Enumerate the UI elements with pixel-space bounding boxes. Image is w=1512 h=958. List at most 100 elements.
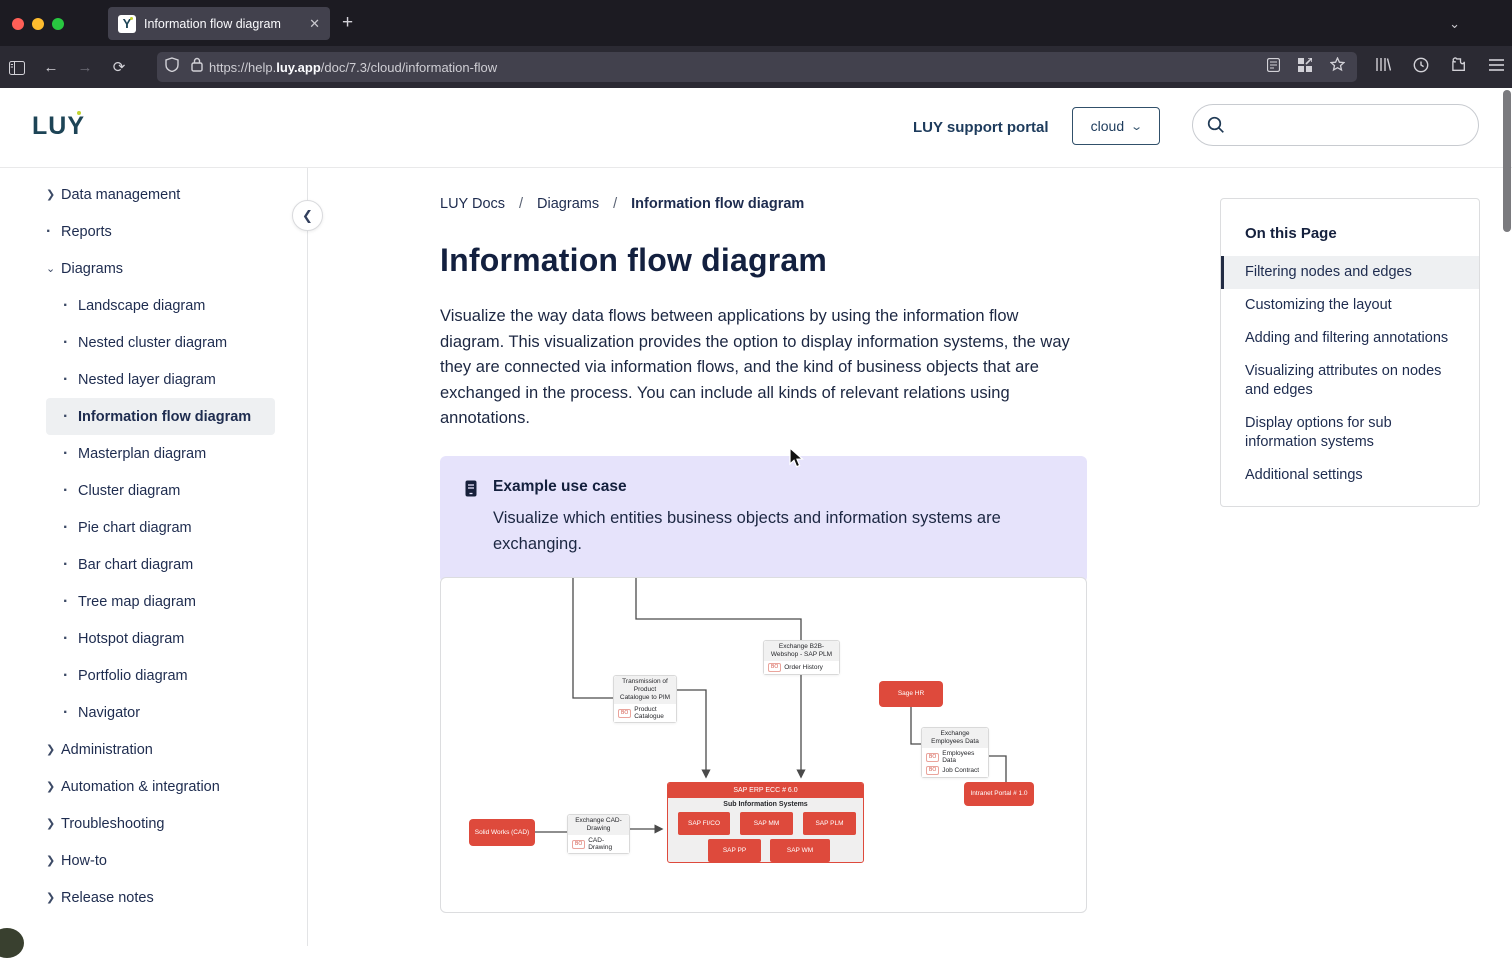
chevron-right-icon: ❯ [46,892,56,904]
sidebar-item-masterplan-diagram[interactable]: ·Masterplan diagram [63,444,207,462]
tab-bar: Y Information flow diagram ✕ + ⌄ [0,0,1512,46]
toc-item-visualizing-attributes[interactable]: Visualizing attributes on nodes and edge… [1245,363,1442,398]
sidebar-item-administration[interactable]: ❯Administration [46,741,153,758]
browser-chrome: Y Information flow diagram ✕ + ⌄ ← → ⟳ h… [0,0,1512,88]
sidebar-item-nested-cluster-diagram[interactable]: ·Nested cluster diagram [63,333,228,351]
support-portal-link[interactable]: LUY support portal [913,119,1049,136]
business-object-badge: BO [926,752,940,762]
chevron-right-icon: ❯ [46,781,56,793]
toc-item-filtering-nodes[interactable]: Filtering nodes and edges [1221,256,1479,289]
intro-paragraph: Visualize the way data flows between app… [440,307,1070,427]
bullet-icon: · [63,666,69,684]
extensions-puzzle-icon[interactable] [1451,56,1467,78]
search-input[interactable] [1233,117,1464,133]
node-sage-hr[interactable]: Sage HR [879,681,943,707]
sidebar-item-reports[interactable]: ·Reports [46,222,112,240]
apps-grid-icon[interactable] [1298,56,1313,77]
business-object-badge: BO [768,663,782,672]
sidebar-item-diagrams[interactable]: ⌄Diagrams [46,260,124,277]
sidebar-item-automation-integration[interactable]: ❯Automation & integration [46,778,220,795]
breadcrumb-luy-docs[interactable]: LUY Docs [440,196,506,212]
bullet-icon: · [46,222,52,240]
business-object-badge: BO [618,708,632,718]
toc-item-annotations[interactable]: Adding and filtering annotations [1245,330,1449,346]
search-box[interactable] [1192,104,1479,146]
node-sap-wm[interactable]: SAP WM [770,839,830,862]
reload-button[interactable]: ⟳ [112,59,126,76]
history-clock-icon[interactable] [1413,57,1429,78]
tracking-shield-icon[interactable] [165,57,179,77]
chevron-right-icon: ❯ [46,818,56,830]
luy-logo[interactable]: LUY [32,111,85,140]
sidebar-item-pie-chart-diagram[interactable]: ·Pie chart diagram [63,518,192,536]
toc-item-customizing-layout[interactable]: Customizing the layout [1245,297,1392,313]
chevron-down-icon: ⌄ [46,263,56,275]
bullet-icon: · [63,592,69,610]
toc-item-display-options[interactable]: Display options for sub information syst… [1245,415,1392,450]
callout-text: Visualize which entities business object… [493,508,1001,553]
new-tab-button[interactable]: + [342,12,354,33]
node-sap-erp-container[interactable]: SAP ERP ECC # 6.0 Sub Information System… [667,782,864,863]
flow-annotation-pim[interactable]: Transmission of Product Catalogue to PIM… [613,675,677,723]
node-intranet-portal[interactable]: Intranet Portal # 1.0 [964,782,1034,806]
sidebar-item-hotspot-diagram[interactable]: ·Hotspot diagram [63,629,185,647]
sidebar-item-data-management[interactable]: ❯Data management [46,186,181,203]
url-bar[interactable]: https://help.luy.app/doc/7.3/cloud/infor… [157,52,1357,82]
tab-title: Information flow diagram [144,16,281,31]
back-button[interactable]: ← [43,58,59,76]
sidebar-item-information-flow-diagram[interactable]: ·Information flow diagram [46,398,275,435]
sidebar-toggle-icon[interactable] [0,59,34,76]
sidebar-item-nested-layer-diagram[interactable]: ·Nested layer diagram [63,370,216,388]
window-minimize-button[interactable] [32,18,44,30]
sidebar-item-tree-map-diagram[interactable]: ·Tree map diagram [63,592,196,610]
sub-information-systems-label: Sub Information Systems [723,801,808,808]
menu-hamburger-icon[interactable] [1489,58,1504,76]
breadcrumb-diagrams[interactable]: Diagrams [537,196,600,212]
library-icon[interactable] [1375,57,1392,77]
page-scrollbar-thumb[interactable] [1503,90,1511,232]
node-sap-mm[interactable]: SAP MM [740,812,793,835]
window-zoom-button[interactable] [52,18,64,30]
sidebar-collapse-button[interactable]: ❮ [292,200,323,231]
diagram-edges [535,578,1007,834]
navigation-toolbar: ← → ⟳ https://help.luy.app/doc/7.3/cloud… [0,46,1512,88]
node-solid-works[interactable]: Solid Works (CAD) [469,819,535,846]
sidebar-item-navigator[interactable]: ·Navigator [63,703,141,721]
lock-icon[interactable] [191,57,203,77]
main-content: LUY Docs / Diagrams / Information flow d… [440,168,1087,583]
corner-widget[interactable] [0,928,24,958]
search-icon [1207,116,1224,133]
node-sap-fico[interactable]: SAP FI/CO [678,812,730,835]
site-header: LUY LUY support portal cloud ⌄ [0,88,1512,168]
node-sap-pp[interactable]: SAP PP [708,839,761,862]
reader-view-icon[interactable] [1266,57,1281,77]
page-title: Information flow diagram [440,242,828,278]
tab-close-icon[interactable]: ✕ [309,15,320,31]
bookmark-star-icon[interactable] [1329,56,1346,77]
sidebar-item-landscape-diagram[interactable]: ·Landscape diagram [63,296,206,314]
environment-dropdown[interactable]: cloud ⌄ [1072,107,1160,145]
sidebar-item-bar-chart-diagram[interactable]: ·Bar chart diagram [63,555,194,573]
node-sap-plm[interactable]: SAP PLM [803,812,856,835]
toc-item-additional-settings[interactable]: Additional settings [1245,467,1363,483]
browser-tab[interactable]: Y Information flow diagram ✕ [108,7,330,40]
forward-button[interactable]: → [77,58,93,76]
url-text: https://help.luy.app/doc/7.3/cloud/infor… [209,59,498,75]
sidebar-item-cluster-diagram[interactable]: ·Cluster diagram [63,481,181,499]
sidebar-item-how-to[interactable]: ❯How-to [46,852,107,869]
note-book-icon [465,478,493,557]
chevron-right-icon: ❯ [46,189,56,201]
tab-favicon: Y [118,14,136,33]
bullet-icon: · [63,407,69,425]
window-close-button[interactable] [12,18,24,30]
sidebar-nav: ❯Data management ·Reports ⌄Diagrams ·Lan… [0,168,308,958]
tab-list-chevron-icon[interactable]: ⌄ [1449,16,1460,31]
toc-title: On this Page [1245,225,1337,242]
sidebar-item-release-notes[interactable]: ❯Release notes [46,889,154,906]
sidebar-item-portfolio-diagram[interactable]: ·Portfolio diagram [63,666,188,684]
sidebar-item-troubleshooting[interactable]: ❯Troubleshooting [46,815,165,832]
